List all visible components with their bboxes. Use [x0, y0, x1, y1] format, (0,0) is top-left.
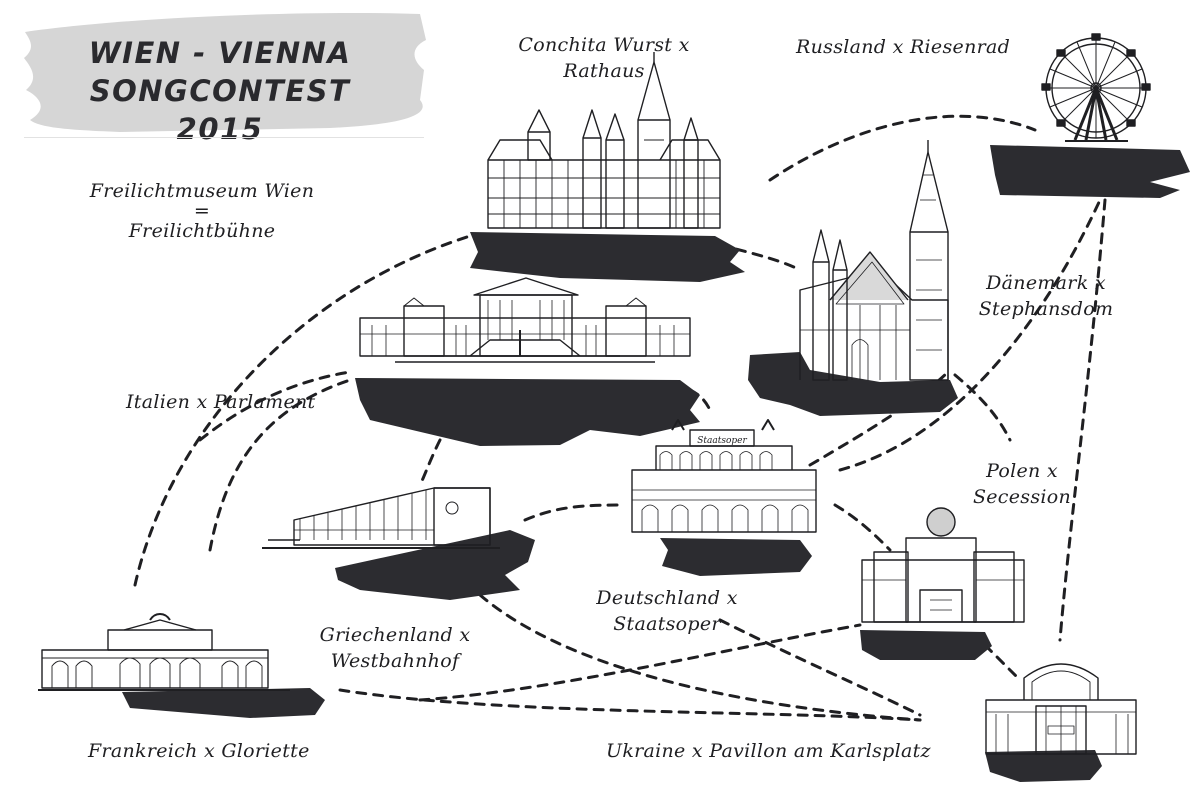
brush-stephansdom	[748, 352, 958, 416]
label-karlsplatz: Ukraine x Pavillon am Karlsplatz	[606, 738, 931, 764]
label-riesenrad: Russland x Riesenrad	[796, 34, 1010, 60]
label-karlsplatz-line-1: Ukraine x Pavillon am Karlsplatz	[606, 740, 931, 762]
label-rathaus: Conchita Wurst x Rathaus	[494, 32, 714, 84]
gloriette-illustration	[38, 613, 290, 691]
route-italien-parlament	[198, 370, 352, 442]
secession-building-illustration	[861, 507, 1025, 623]
staatsoper-sign-text: Staatsoper	[697, 436, 747, 446]
route-westbahnhof-secession	[418, 623, 862, 702]
label-stephansdom: Dänemark x Stephansdom	[962, 270, 1130, 322]
route-gloriette-parlament	[133, 234, 472, 587]
label-gloriette-line-1: Frankreich x Gloriette	[88, 740, 310, 762]
route-staatsoper-riesenrad	[838, 198, 1102, 472]
rathaus-town-hall-illustration	[487, 52, 721, 229]
intro-line-1: Freilichtmuseum Wien	[89, 180, 315, 202]
route-rathaus-riesenrad	[768, 114, 1037, 182]
label-secession-line-1: Polen x	[986, 460, 1058, 482]
label-rathaus-line-1: Conchita Wurst x	[518, 34, 690, 56]
label-riesenrad-line-1: Russland x Riesenrad	[796, 36, 1011, 58]
riesenrad-ferris-wheel-illustration	[1041, 33, 1151, 142]
map-title: WIEN - VIENNA SONGCONTEST 2015	[50, 34, 390, 148]
label-parlament-line-1: Italien x Parlament	[126, 391, 316, 413]
label-westbahnhof-line-2: Westbahnhof	[330, 650, 460, 672]
label-westbahnhof: Griechenland x Westbahnhof	[304, 622, 486, 674]
route-westbahnhof-karlsplatz	[478, 593, 922, 722]
label-westbahnhof-line-1: Griechenland x	[319, 624, 471, 646]
staatsoper-opera-house-illustration	[631, 419, 817, 533]
brush-gloriette	[122, 688, 325, 718]
route-lines	[133, 114, 1107, 722]
route-stephansdom-secession	[953, 373, 1012, 442]
route-gloriette-karlsplatz	[338, 688, 922, 722]
label-secession: Polen x Secession	[962, 458, 1082, 510]
intro-text: Freilichtmuseum Wien = Freilichtbühne	[76, 178, 328, 244]
brush-riesenrad	[990, 145, 1190, 198]
route-staatsoper-secession	[833, 503, 892, 552]
intro-line-2: =	[193, 200, 211, 222]
label-stephansdom-line-1: Dänemark x	[986, 272, 1106, 294]
route-westbahnhof-staatsoper	[523, 503, 627, 522]
brush-bases	[122, 145, 1190, 782]
brush-karlsplatz	[985, 750, 1102, 782]
title-banner-shape	[24, 12, 426, 133]
label-staatsoper-line-2: Staatsoper	[613, 613, 721, 635]
title-divider	[24, 137, 424, 138]
stephansdom-cathedral-illustration	[799, 140, 949, 381]
route-secession-karlsplatz	[983, 643, 1022, 682]
brush-secession	[860, 630, 992, 660]
intro-line-3: Freilichtbühne	[128, 220, 276, 242]
westbahnhof-station-illustration	[262, 487, 500, 549]
brush-westbahnhof	[335, 530, 535, 600]
label-gloriette: Frankreich x Gloriette	[88, 738, 310, 764]
label-staatsoper-line-1: Deutschland x	[596, 587, 738, 609]
brush-parlament	[355, 378, 700, 446]
route-staatsoper-karlsplatz	[718, 618, 922, 717]
karlsplatz-pavilion-illustration	[985, 663, 1137, 755]
label-secession-line-2: Secession	[972, 486, 1072, 508]
title-line-1: WIEN - VIENNA	[88, 36, 352, 70]
title-line-2: SONGCONTEST 2015	[89, 74, 351, 146]
brush-staatsoper	[660, 538, 812, 576]
brush-rathaus	[470, 232, 745, 282]
route-parlament-westbahnhof	[418, 438, 442, 487]
label-stephansdom-line-2: Stephansdom	[978, 298, 1114, 320]
label-rathaus-line-2: Rathaus	[563, 60, 645, 82]
route-rathaus-stephansdom	[718, 243, 802, 272]
label-parlament: Italien x Parlament	[126, 389, 315, 415]
label-staatsoper: Deutschland x Staatsoper	[574, 585, 760, 637]
route-riesenrad-karlsplatz	[1058, 198, 1107, 642]
parlament-parliament-illustration	[359, 277, 691, 363]
